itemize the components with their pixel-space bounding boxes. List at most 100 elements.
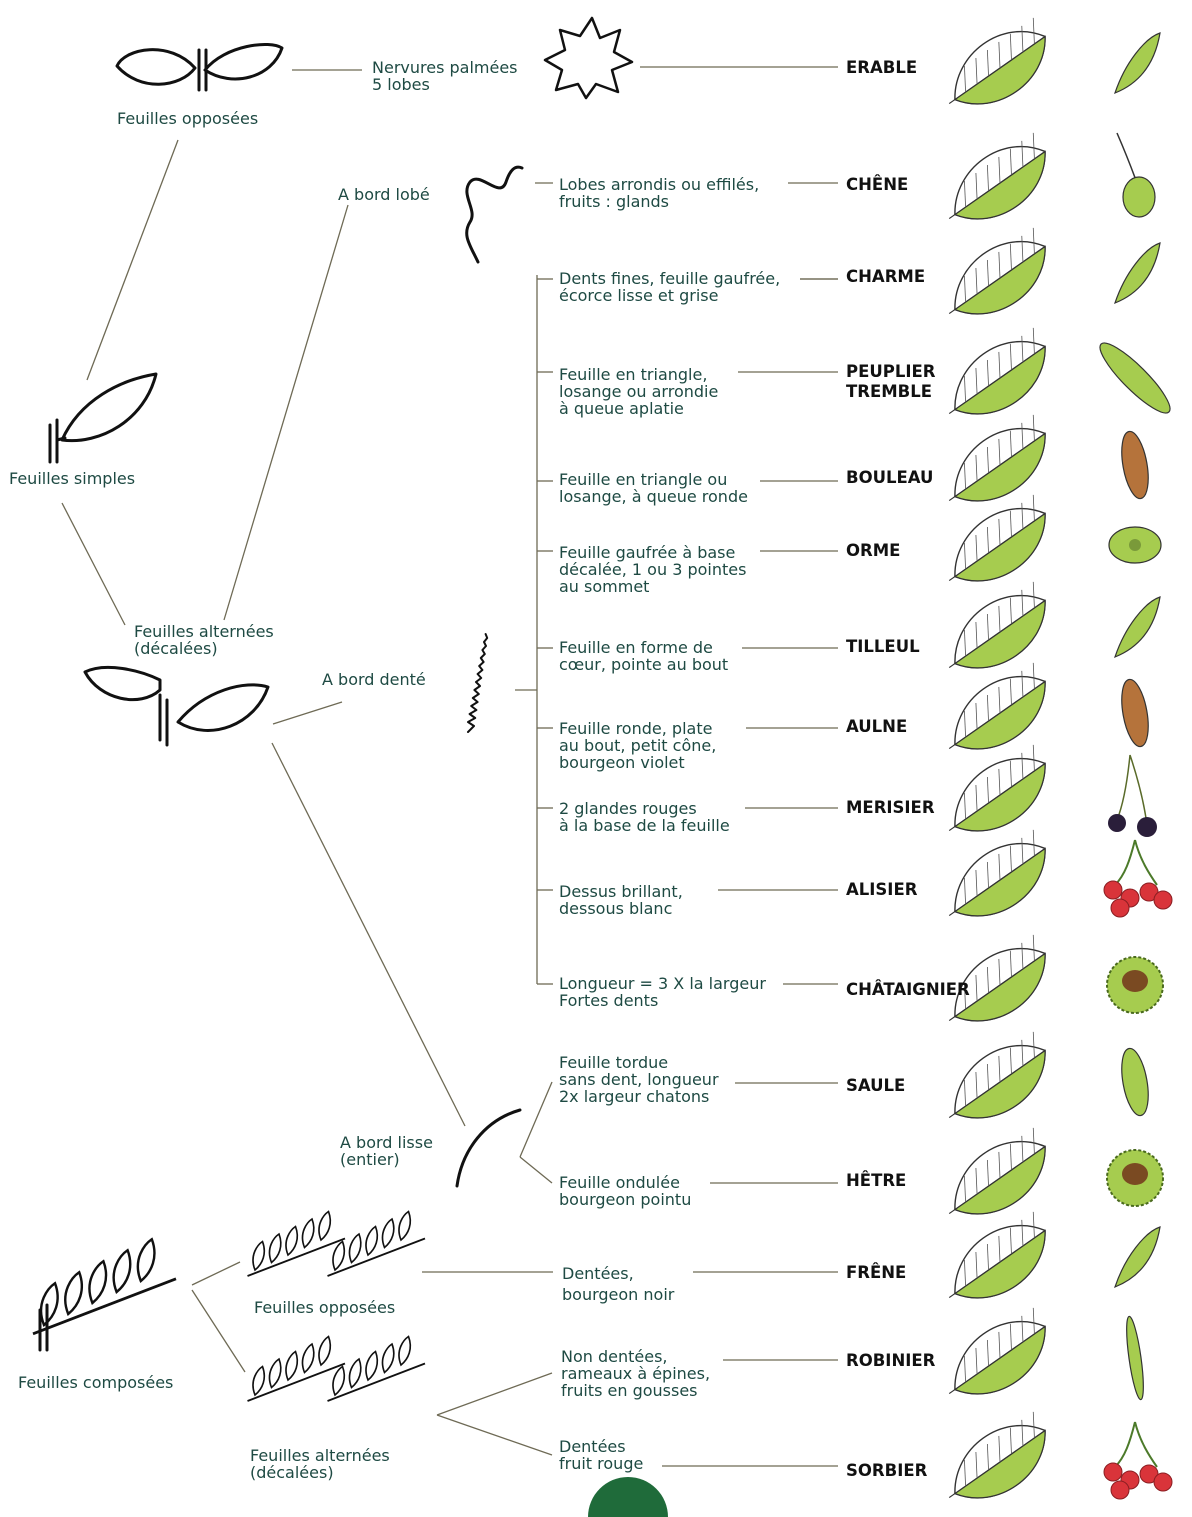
species-saule: SAULE (846, 1076, 905, 1096)
acorn-fruit-icon (1117, 133, 1155, 217)
species-erable: ERABLE (846, 58, 917, 78)
desc-aulne: Feuille ronde, plate au bout, petit cône… (559, 720, 716, 771)
desc-bouleau: Feuille en triangle ou losange, à queue … (559, 471, 748, 505)
smooth-edge-icon (457, 1110, 520, 1186)
birch-catkin-fruit-icon (1117, 429, 1152, 500)
species-merisier: MERISIER (846, 798, 935, 818)
beechnut-fruit-icon (1107, 1150, 1163, 1206)
cat-simples-label: Feuilles simples (9, 470, 135, 487)
ash-samara-fruit-icon (1115, 1227, 1160, 1287)
line-simples-to-alternees (62, 503, 125, 625)
cherry-leaf-icon (932, 739, 1062, 854)
compound-opposite-right-icon (328, 1212, 426, 1277)
desc-erable: Nervures palmées 5 lobes (372, 59, 518, 93)
rowan-berries-fruit-icon (1104, 1422, 1172, 1499)
compound-alternate-left-icon (248, 1337, 346, 1402)
alder-leaf-icon (932, 657, 1062, 772)
alder-cone-fruit-icon (1117, 677, 1152, 748)
desc-peuplier: Feuille en triangle, losange ou arrondie… (559, 366, 718, 417)
alternate-stem-icon (160, 695, 167, 745)
species-charme: CHARME (846, 267, 925, 287)
species-chataignier: CHÂTAIGNIER (846, 980, 970, 1000)
ash-leaf-icon (932, 1206, 1062, 1321)
logo-seal-icon (588, 1477, 668, 1517)
oak-leaf-icon (932, 127, 1062, 242)
pod-fruit-icon (1123, 1316, 1147, 1401)
beech-leaf-icon (932, 1122, 1062, 1237)
desc-frene: Dentées, bourgeon noir (562, 1263, 674, 1305)
berries-fruit-icon (1104, 840, 1172, 917)
compound-opposite-left-icon (248, 1212, 346, 1277)
locust-leaf-icon (932, 1302, 1062, 1417)
lobed-edge-icon (467, 167, 522, 262)
elm-leaf-icon (932, 489, 1062, 604)
linden-leaf-icon (932, 576, 1062, 691)
simple-leaf-icon (62, 374, 156, 441)
species-bouleau: BOULEAU (846, 468, 933, 488)
elm-samara-fruit-icon (1109, 527, 1161, 563)
species-alisier: ALISIER (846, 880, 917, 900)
species-chene: CHÊNE (846, 175, 908, 195)
line-alternees-to-dente (273, 702, 342, 724)
whitebeam-leaf-icon (932, 824, 1062, 939)
species-tilleul: TILLEUL (846, 637, 920, 657)
species-sorbier: SORBIER (846, 1461, 927, 1481)
species-orme: ORME (846, 541, 900, 561)
desc-chataignier: Longueur = 3 X la largeur Fortes dents (559, 975, 766, 1009)
compound-stem-icon (40, 1305, 47, 1350)
toothed-edge-icon (468, 634, 487, 732)
line-comp-alternees-to-robinier (437, 1373, 552, 1415)
hornbeam-leaf-icon (932, 222, 1062, 337)
stem-icon (199, 50, 206, 90)
compound-alternate-right-icon (328, 1337, 426, 1402)
line-lisse-to-saule (520, 1082, 552, 1157)
cat-bord-lobe-label: A bord lobé (338, 186, 430, 203)
cat-composees-label: Feuilles composées (18, 1374, 173, 1391)
alternate-leaf-left-icon (85, 667, 160, 699)
cat-bord-dente-label: A bord denté (322, 671, 426, 688)
species-robinier: ROBINIER (846, 1351, 935, 1371)
desc-merisier: 2 glandes rouges à la base de la feuille (559, 800, 730, 834)
compound-leaf-icon (33, 1239, 176, 1334)
samara-fruit-icon (1115, 33, 1160, 93)
alternate-leaf-right-icon (178, 685, 268, 731)
desc-chene: Lobes arrondis ou effilés, fruits : glan… (559, 176, 759, 210)
line-lisse-to-hetre (520, 1157, 552, 1183)
cat-comp-opposees-label: Feuilles opposées (254, 1299, 395, 1316)
maple-leaf-icon (932, 12, 1062, 127)
line-alternees-to-lisse (272, 743, 465, 1126)
opposite-leaf-right-icon (205, 44, 282, 78)
cat-alternees-label: Feuilles alternées (décalées) (134, 623, 274, 657)
line-simples-to-opposees (87, 140, 178, 380)
willow-catkin-fruit-icon (1117, 1046, 1152, 1117)
species-hetre: HÊTRE (846, 1171, 906, 1191)
birch-leaf-icon (932, 409, 1062, 524)
species-peuplier-tremble: PEUPLIER TREMBLE (846, 362, 936, 402)
desc-saule: Feuille tordue sans dent, longueur 2x la… (559, 1054, 719, 1105)
desc-tilleul: Feuille en forme de cœur, pointe au bout (559, 639, 728, 673)
line-alternees-to-lobe (224, 205, 348, 620)
species-frene: FRÊNE (846, 1263, 906, 1283)
maple-pictogram-icon (545, 18, 632, 98)
cat-bord-lisse-label: A bord lisse (entier) (340, 1134, 433, 1168)
desc-charme: Dents fines, feuille gaufrée, écorce lis… (559, 270, 780, 304)
linden-bract-fruit-icon (1115, 597, 1160, 657)
opposite-leaf-left-icon (117, 50, 195, 85)
desc-robinier: Non dentées, rameaux à épines, fruits en… (561, 1348, 710, 1399)
chestnut-fruit-icon (1107, 957, 1163, 1013)
willow-leaf-icon (932, 1026, 1062, 1141)
aspen-leaf-icon (932, 322, 1062, 437)
line-composees-to-opposees (192, 1262, 240, 1285)
cat-comp-alternees-label: Feuilles alternées (décalées) (250, 1447, 390, 1481)
desc-hetre: Feuille ondulée bourgeon pointu (559, 1174, 691, 1208)
catkin-fruit-icon (1093, 336, 1178, 421)
line-comp-alternees-to-sorbier (437, 1415, 552, 1455)
hornbeam-fruit-icon (1115, 243, 1160, 303)
desc-alisier: Dessus brillant, dessous blanc (559, 883, 683, 917)
cherry-fruit-icon (1108, 755, 1157, 837)
line-composees-to-alternees (192, 1290, 245, 1372)
rowan-leaf-icon (932, 1406, 1062, 1517)
species-aulne: AULNE (846, 717, 907, 737)
desc-orme: Feuille gaufrée à base décalée, 1 ou 3 p… (559, 544, 746, 595)
